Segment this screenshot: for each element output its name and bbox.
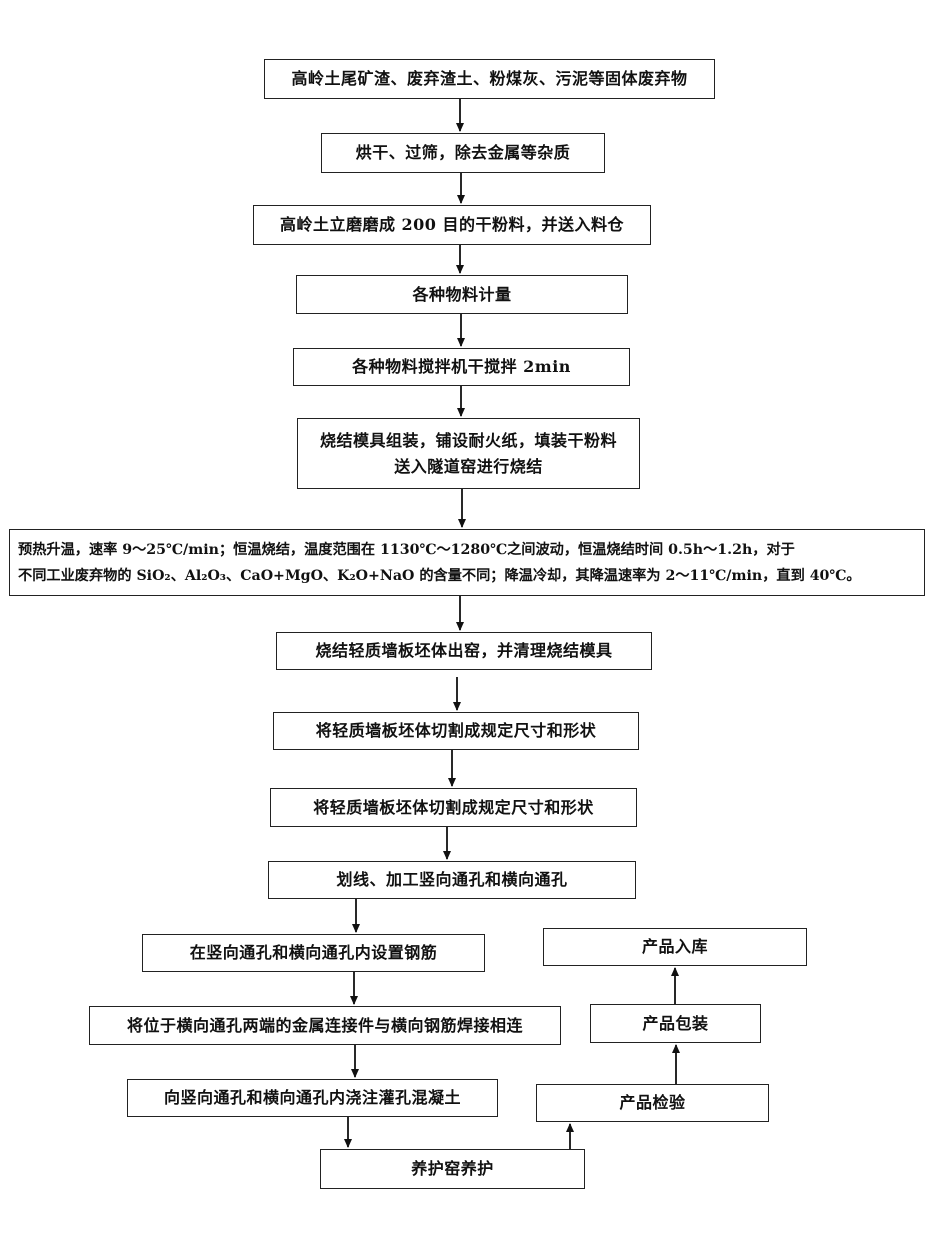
node-cut-1: 将轻质墙板坯体切割成规定尺寸和形状 xyxy=(273,712,639,750)
node-cut-2: 将轻质墙板坯体切割成规定尺寸和形状 xyxy=(270,788,637,827)
node-text: 在竖向通孔和横向通孔内设置钢筋 xyxy=(189,943,438,962)
node-mixing: 各种物料搅拌机干搅拌 2min xyxy=(293,348,630,386)
node-mold-assembly: 烧结模具组装，铺设耐火纸，填装干粉料 送入隧道窑进行烧结 xyxy=(297,418,640,489)
node-text: 高岭土立磨磨成 200 目的干粉料，并送入料仓 xyxy=(279,215,625,234)
node-rebar: 在竖向通孔和横向通孔内设置钢筋 xyxy=(142,934,485,972)
node-text: 产品检验 xyxy=(619,1093,686,1112)
node-dry-sieve: 烘干、过筛，除去金属等杂质 xyxy=(321,133,605,173)
node-text: 高岭土尾矿渣、废弃渣土、粉煤灰、污泥等固体废弃物 xyxy=(291,69,688,88)
node-text: 产品入库 xyxy=(641,937,708,956)
node-text: 各种物料搅拌机干搅拌 2min xyxy=(352,357,571,376)
node-curing: 养护窑养护 xyxy=(320,1149,585,1189)
node-text-line-1: 烧结模具组装，铺设耐火纸，填装干粉料 xyxy=(319,430,617,450)
node-text-line-2: 送入隧道窑进行烧结 xyxy=(394,456,543,476)
node-text-line-2: 不同工业废弃物的 SiO₂、Al₂O₃、CaO+MgO、K₂O+NaO 的含量不… xyxy=(18,567,861,584)
node-text-line-1: 预热升温，速率 9～25℃/min；恒温烧结，温度范围在 1130℃～1280℃… xyxy=(18,541,795,558)
node-warehousing: 产品入库 xyxy=(543,928,807,966)
node-packaging: 产品包装 xyxy=(590,1004,761,1043)
node-weld: 将位于横向通孔两端的金属连接件与横向钢筋焊接相连 xyxy=(89,1006,561,1045)
node-text: 将位于横向通孔两端的金属连接件与横向钢筋焊接相连 xyxy=(126,1015,523,1035)
node-drill-holes: 划线、加工竖向通孔和横向通孔 xyxy=(268,861,636,899)
node-inspection: 产品检验 xyxy=(536,1084,769,1122)
node-text: 烧结轻质墙板坯体出窑，并清理烧结模具 xyxy=(315,641,613,660)
node-pour-concrete: 向竖向通孔和横向通孔内浇注灌孔混凝土 xyxy=(127,1079,498,1117)
node-text: 将轻质墙板坯体切割成规定尺寸和形状 xyxy=(313,797,594,817)
node-text: 烘干、过筛，除去金属等杂质 xyxy=(355,143,571,162)
node-text: 将轻质墙板坯体切割成规定尺寸和形状 xyxy=(315,721,597,740)
node-grind: 高岭土立磨磨成 200 目的干粉料，并送入料仓 xyxy=(253,205,651,245)
node-text: 养护窑养护 xyxy=(411,1159,494,1178)
node-text: 向竖向通孔和横向通孔内浇注灌孔混凝土 xyxy=(163,1088,461,1107)
node-text: 划线、加工竖向通孔和横向通孔 xyxy=(336,870,568,889)
node-text: 产品包装 xyxy=(642,1013,709,1033)
node-text: 各种物料计量 xyxy=(412,284,512,304)
node-solid-waste: 高岭土尾矿渣、废弃渣土、粉煤灰、污泥等固体废弃物 xyxy=(264,59,715,99)
node-sintering-parameters: 预热升温，速率 9～25℃/min；恒温烧结，温度范围在 1130℃～1280℃… xyxy=(9,529,925,596)
node-metering: 各种物料计量 xyxy=(296,275,628,314)
node-unload-kiln: 烧结轻质墙板坯体出窑，并清理烧结模具 xyxy=(276,632,652,670)
